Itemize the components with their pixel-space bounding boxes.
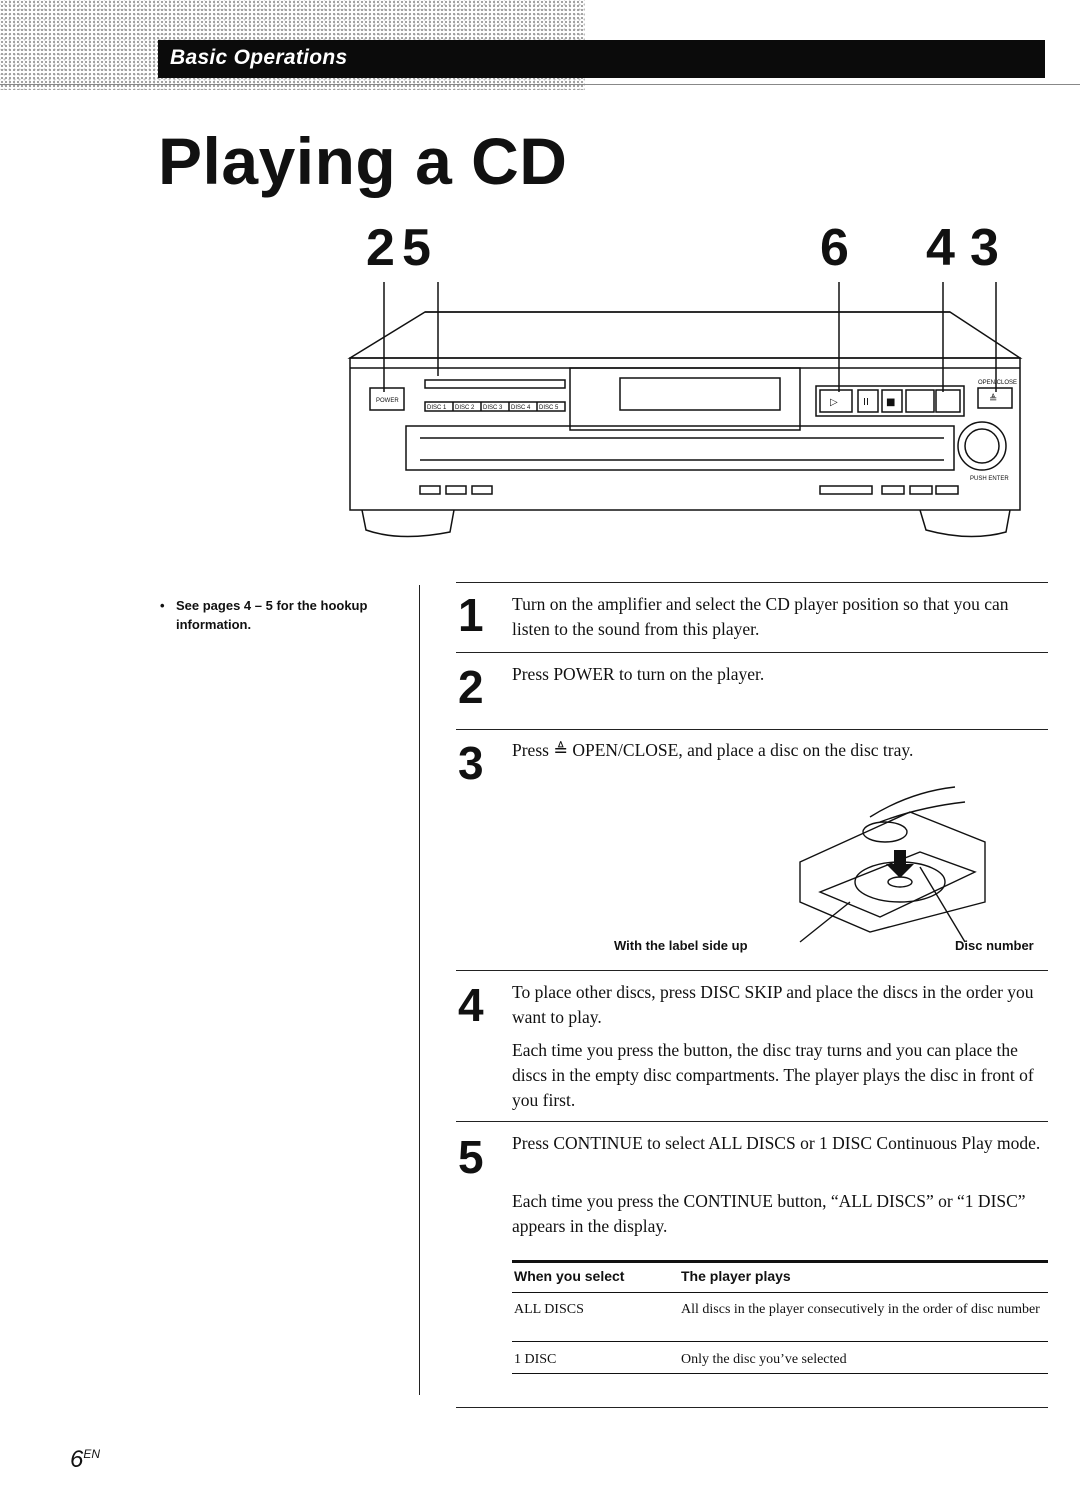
- disc-2-label: DISC 2: [455, 405, 475, 411]
- disc-number-caption: Disc number: [955, 938, 1034, 953]
- power-button: [369, 387, 405, 411]
- bullet-icon: •: [160, 598, 165, 613]
- right-foot: [919, 509, 1011, 538]
- disc-3-label: DISC 3: [483, 405, 503, 411]
- transport-panel: [815, 385, 965, 417]
- step-1-rule: [456, 582, 1048, 583]
- disc-5-label: DISC 5: [539, 405, 559, 411]
- eject-icon: ≜: [989, 393, 997, 405]
- label-side-pointer: [799, 901, 851, 943]
- stop-button: [881, 389, 903, 413]
- disc-loading-figure: [799, 786, 986, 943]
- page-number: 6EN: [70, 1446, 100, 1474]
- player-corner: [799, 811, 986, 933]
- label-side-caption: With the label side up: [614, 938, 748, 953]
- display-panel: [619, 377, 781, 411]
- page-title: Playing a CD: [158, 124, 568, 198]
- held-disc: [862, 821, 908, 843]
- push-enter-label: PUSH ENTER: [970, 476, 1009, 482]
- column-divider: [419, 585, 420, 1395]
- section-label: Basic Operations: [170, 46, 348, 69]
- play-button: [819, 389, 853, 413]
- open-close-button: [977, 387, 1013, 409]
- step-5-detail: Each time you press the CONTINUE button,…: [512, 1191, 1026, 1236]
- disc-tray: [405, 425, 955, 471]
- page-number-value: 6: [70, 1446, 84, 1473]
- page-number-suffix: EN: [83, 1447, 101, 1461]
- step-3-rule: [456, 729, 1048, 730]
- ex-change-button: [905, 389, 935, 413]
- pause-button: [857, 389, 879, 413]
- callout-2: 2: [366, 219, 395, 277]
- step-2-number: 2: [458, 661, 484, 713]
- stop-icon: ■: [886, 397, 895, 408]
- step-2-text: Press POWER to turn on the player.: [512, 664, 765, 684]
- power-label: POWER: [376, 398, 399, 404]
- step-4-number: 4: [458, 979, 484, 1031]
- table-top-rule: [512, 1260, 1048, 1263]
- step-1-text: Turn on the amplifier and select the CD …: [512, 594, 1009, 639]
- disc-skip-button: [935, 389, 961, 413]
- table-row-1-plays: All discs in the player consecutively in…: [681, 1302, 1040, 1317]
- step-4-detail: Each time you press the button, the disc…: [512, 1040, 1034, 1110]
- hand-outline: [869, 786, 956, 818]
- section-end-rule: [456, 1407, 1048, 1408]
- play-icon: ▷: [830, 397, 838, 408]
- table-row-1-select: ALL DISCS: [514, 1302, 584, 1317]
- step-5-rule: [456, 1121, 1048, 1122]
- hookup-note: • See pages 4 – 5 for the hookup informa…: [160, 596, 400, 634]
- header-rule: [0, 84, 1080, 85]
- callout-6: 6: [820, 219, 849, 277]
- table-bottom-rule: [512, 1373, 1048, 1374]
- disc-number-pointer: [919, 866, 966, 943]
- left-foot: [361, 509, 455, 538]
- down-arrow-icon: [886, 850, 914, 878]
- pause-icon: II: [863, 397, 869, 408]
- open-close-label: OPEN/CLOSE: [978, 380, 1017, 386]
- step-1-number: 1: [458, 589, 484, 641]
- note-text: See pages 4 – 5 for the hookup informati…: [176, 598, 368, 632]
- table-row-2-select: 1 DISC: [514, 1352, 557, 1367]
- callout-3: 3: [970, 219, 999, 277]
- step-4-text: To place other discs, press DISC SKIP an…: [512, 982, 1034, 1027]
- disc-4-label: DISC 4: [511, 405, 531, 411]
- section-header-bar: [158, 40, 1045, 78]
- cd-player-illustration: POWER DISC 1 DISC 2 DISC 3 DISC 4 DISC 5…: [347, 282, 1023, 538]
- disc-1-label: DISC 1: [427, 405, 447, 411]
- table-header-rule: [512, 1292, 1048, 1293]
- callout-4: 4: [926, 219, 955, 277]
- display-window: [569, 367, 801, 431]
- step-4-rule: [456, 970, 1048, 971]
- callout-5: 5: [402, 219, 431, 277]
- player-body: [349, 357, 1021, 511]
- table-header-plays: The player plays: [681, 1268, 791, 1284]
- step-5-text: Press CONTINUE to select ALL DISCS or 1 …: [512, 1133, 1041, 1153]
- open-tray: [818, 851, 977, 918]
- step-3-number: 3: [458, 737, 484, 789]
- table-row-rule: [512, 1341, 1048, 1342]
- table-row-2-plays: Only the disc you’ve selected: [681, 1352, 847, 1367]
- jog-dial: [957, 421, 1007, 471]
- step-3-text: Press ≜ OPEN/CLOSE, and place a disc on …: [512, 740, 914, 760]
- step-5-number: 5: [458, 1131, 484, 1183]
- step-2-rule: [456, 652, 1048, 653]
- table-header-select: When you select: [514, 1268, 625, 1284]
